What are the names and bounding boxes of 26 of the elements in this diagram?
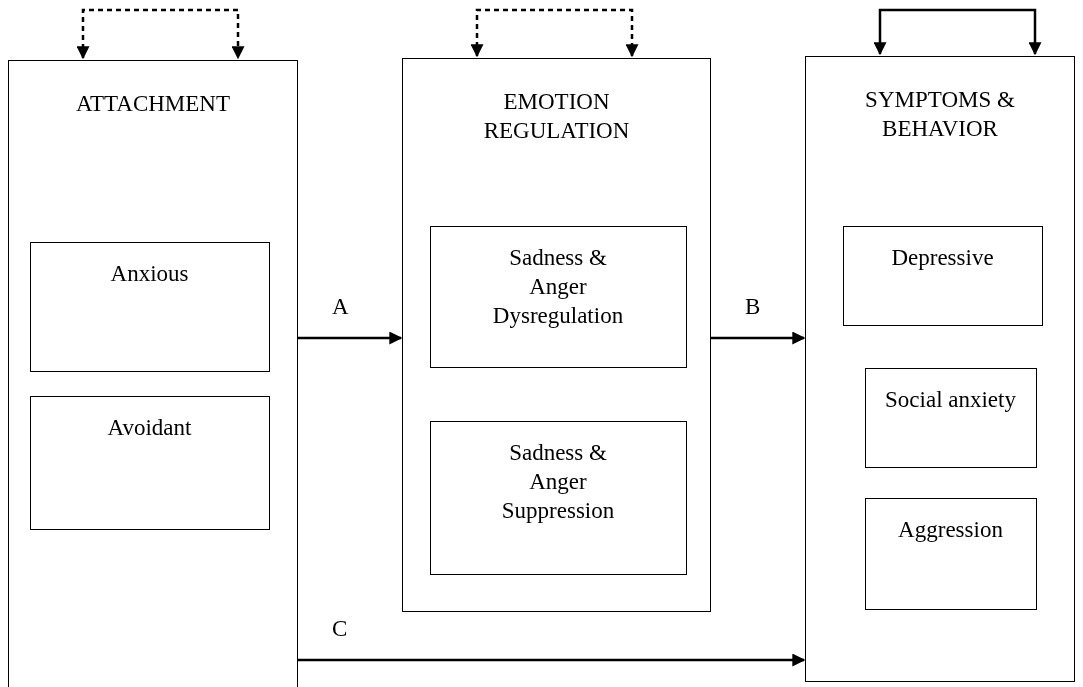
category-label: Aggression [897, 515, 1004, 544]
bracket-arrow [470, 8, 639, 58]
category-box [29, 395, 270, 530]
category-box [864, 367, 1037, 468]
category-label: Sadness & Anger Dysregulation [491, 243, 625, 330]
category-box [864, 497, 1037, 610]
group-heading: SYMPTOMS & BEHAVIOR [864, 86, 1016, 143]
category-box [29, 241, 270, 372]
arrow [298, 331, 403, 345]
bracket-arrow [76, 8, 245, 60]
group-heading: EMOTION REGULATION [482, 88, 631, 145]
category-box [429, 225, 687, 368]
category-box [842, 225, 1043, 326]
category-label: Sadness & Anger Suppression [500, 438, 616, 525]
arrow [298, 653, 806, 667]
group-heading: ATTACHMENT [74, 90, 231, 118]
group-box [8, 60, 298, 687]
group-box [402, 58, 711, 612]
group-box [805, 56, 1075, 682]
bracket-arrow [873, 8, 1042, 56]
arrow [711, 331, 806, 345]
category-label: Depressive [890, 243, 995, 272]
category-label: Social anxiety [884, 385, 1017, 414]
category-box [429, 420, 687, 575]
category-label: Anxious [109, 259, 190, 288]
category-label: Avoidant [106, 413, 193, 442]
